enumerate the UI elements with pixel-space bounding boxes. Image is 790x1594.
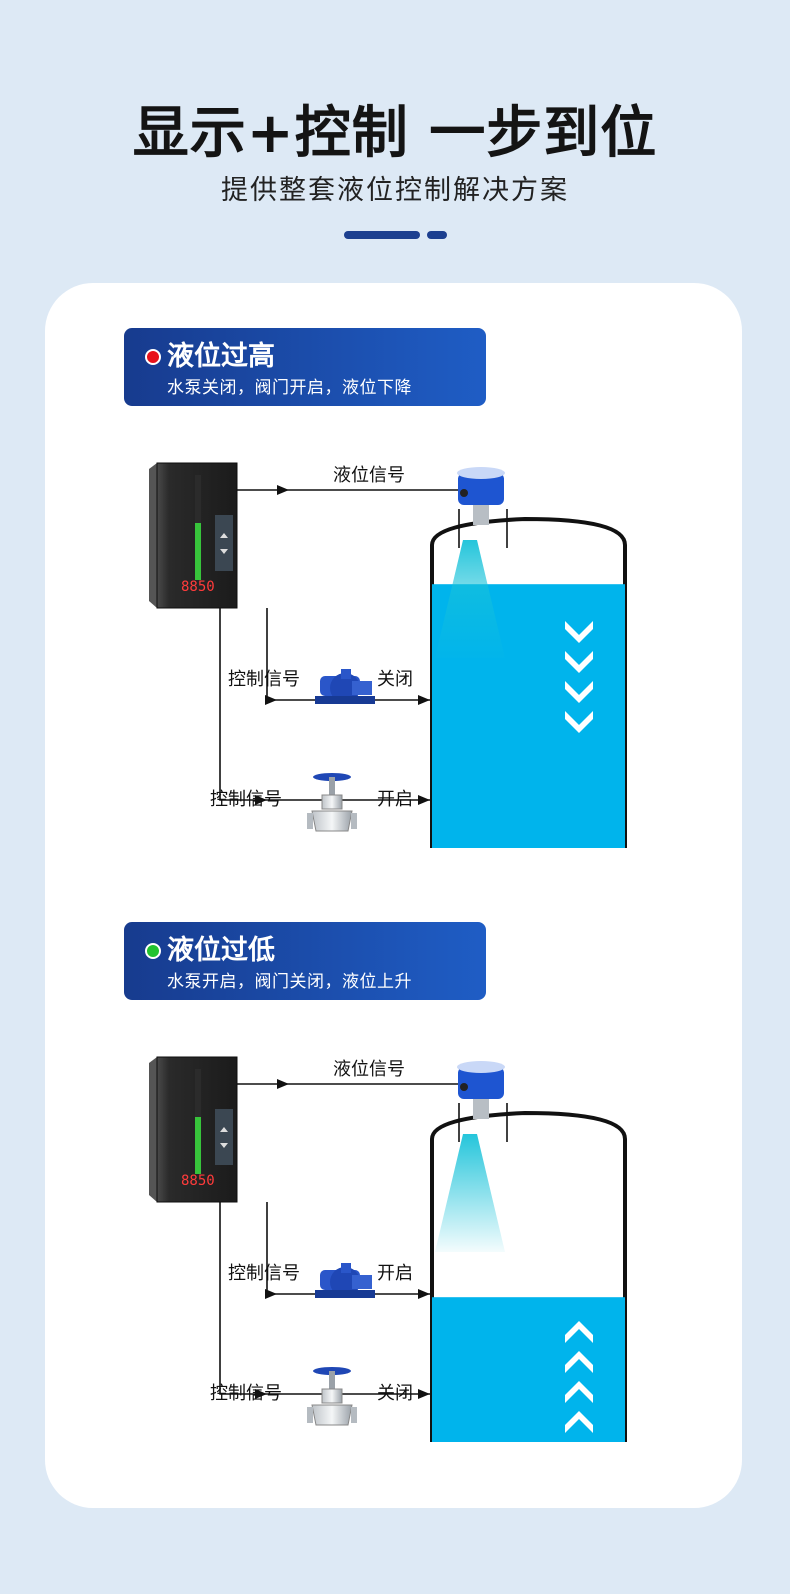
valve-signal-label: 控制信号 xyxy=(210,789,282,810)
svg-text:8850: 8850 xyxy=(181,579,215,595)
level-sensor-icon xyxy=(457,1061,508,1142)
level-signal-label: 液位信号 xyxy=(333,465,405,486)
pump-icon xyxy=(315,1263,375,1298)
arrow-head xyxy=(255,795,267,805)
svg-text:8850: 8850 xyxy=(181,1173,215,1189)
section-label: 液位过低 水泵开启，阀门关闭，液位上升 xyxy=(124,922,486,1000)
valve-state-label: 开启 xyxy=(377,789,413,810)
section-description: 水泵关闭，阀门开启，液位下降 xyxy=(167,378,412,398)
section-level-low: 液位过低 水泵开启，阀门关闭，液位上升 xyxy=(45,877,742,1442)
level-arrows xyxy=(565,621,593,733)
status-dot xyxy=(145,349,161,365)
controller-icon: 8850 xyxy=(149,1056,238,1203)
pump-icon xyxy=(315,669,375,704)
pump-state-label: 关闭 xyxy=(377,669,413,690)
content-card: 液位过高 水泵关闭，阀门开启，液位下降 xyxy=(45,283,742,1508)
arrow-head xyxy=(418,1389,430,1399)
accent-bar-short xyxy=(427,231,447,239)
level-signal-label: 液位信号 xyxy=(333,1059,405,1080)
signal-lines xyxy=(219,1083,460,1395)
pump-state-label: 开启 xyxy=(377,1263,413,1284)
section-title: 液位过低 xyxy=(167,935,275,966)
arrow-head xyxy=(277,485,289,495)
hero-subtitle: 提供整套液位控制解决方案 xyxy=(221,175,569,206)
section-title: 液位过高 xyxy=(167,341,275,372)
arrow-head xyxy=(418,795,430,805)
level-sensor-icon xyxy=(457,467,508,548)
arrow-head xyxy=(418,695,430,705)
tank xyxy=(430,1110,627,1442)
status-dot xyxy=(145,943,161,959)
arrow-head xyxy=(265,1289,277,1299)
valve-icon xyxy=(307,1367,357,1426)
valve-signal-label: 控制信号 xyxy=(210,1383,282,1404)
valve-icon xyxy=(307,773,357,832)
diagram: 8850 xyxy=(149,462,627,848)
controller-icon: 8850 xyxy=(149,462,238,609)
section-label: 液位过高 水泵关闭，阀门开启，液位下降 xyxy=(124,328,486,406)
signal-lines xyxy=(219,489,460,801)
arrow-head xyxy=(277,1079,289,1089)
arrow-head xyxy=(418,1289,430,1299)
section-description: 水泵开启，阀门关闭，液位上升 xyxy=(167,972,412,992)
diagram: 8850 xyxy=(149,1056,627,1442)
pump-signal-label: 控制信号 xyxy=(228,669,300,690)
level-arrows xyxy=(565,1321,593,1433)
arrow-head xyxy=(265,695,277,705)
arrow-head xyxy=(255,1389,267,1399)
tank xyxy=(430,516,627,848)
hero-title: 显示+控制 一步到位 xyxy=(132,101,658,166)
accent-bar-long xyxy=(344,231,420,239)
pump-signal-label: 控制信号 xyxy=(228,1263,300,1284)
valve-state-label: 关闭 xyxy=(377,1383,413,1404)
section-level-high: 液位过高 水泵关闭，阀门开启，液位下降 xyxy=(45,283,742,848)
water-level xyxy=(432,1297,625,1442)
